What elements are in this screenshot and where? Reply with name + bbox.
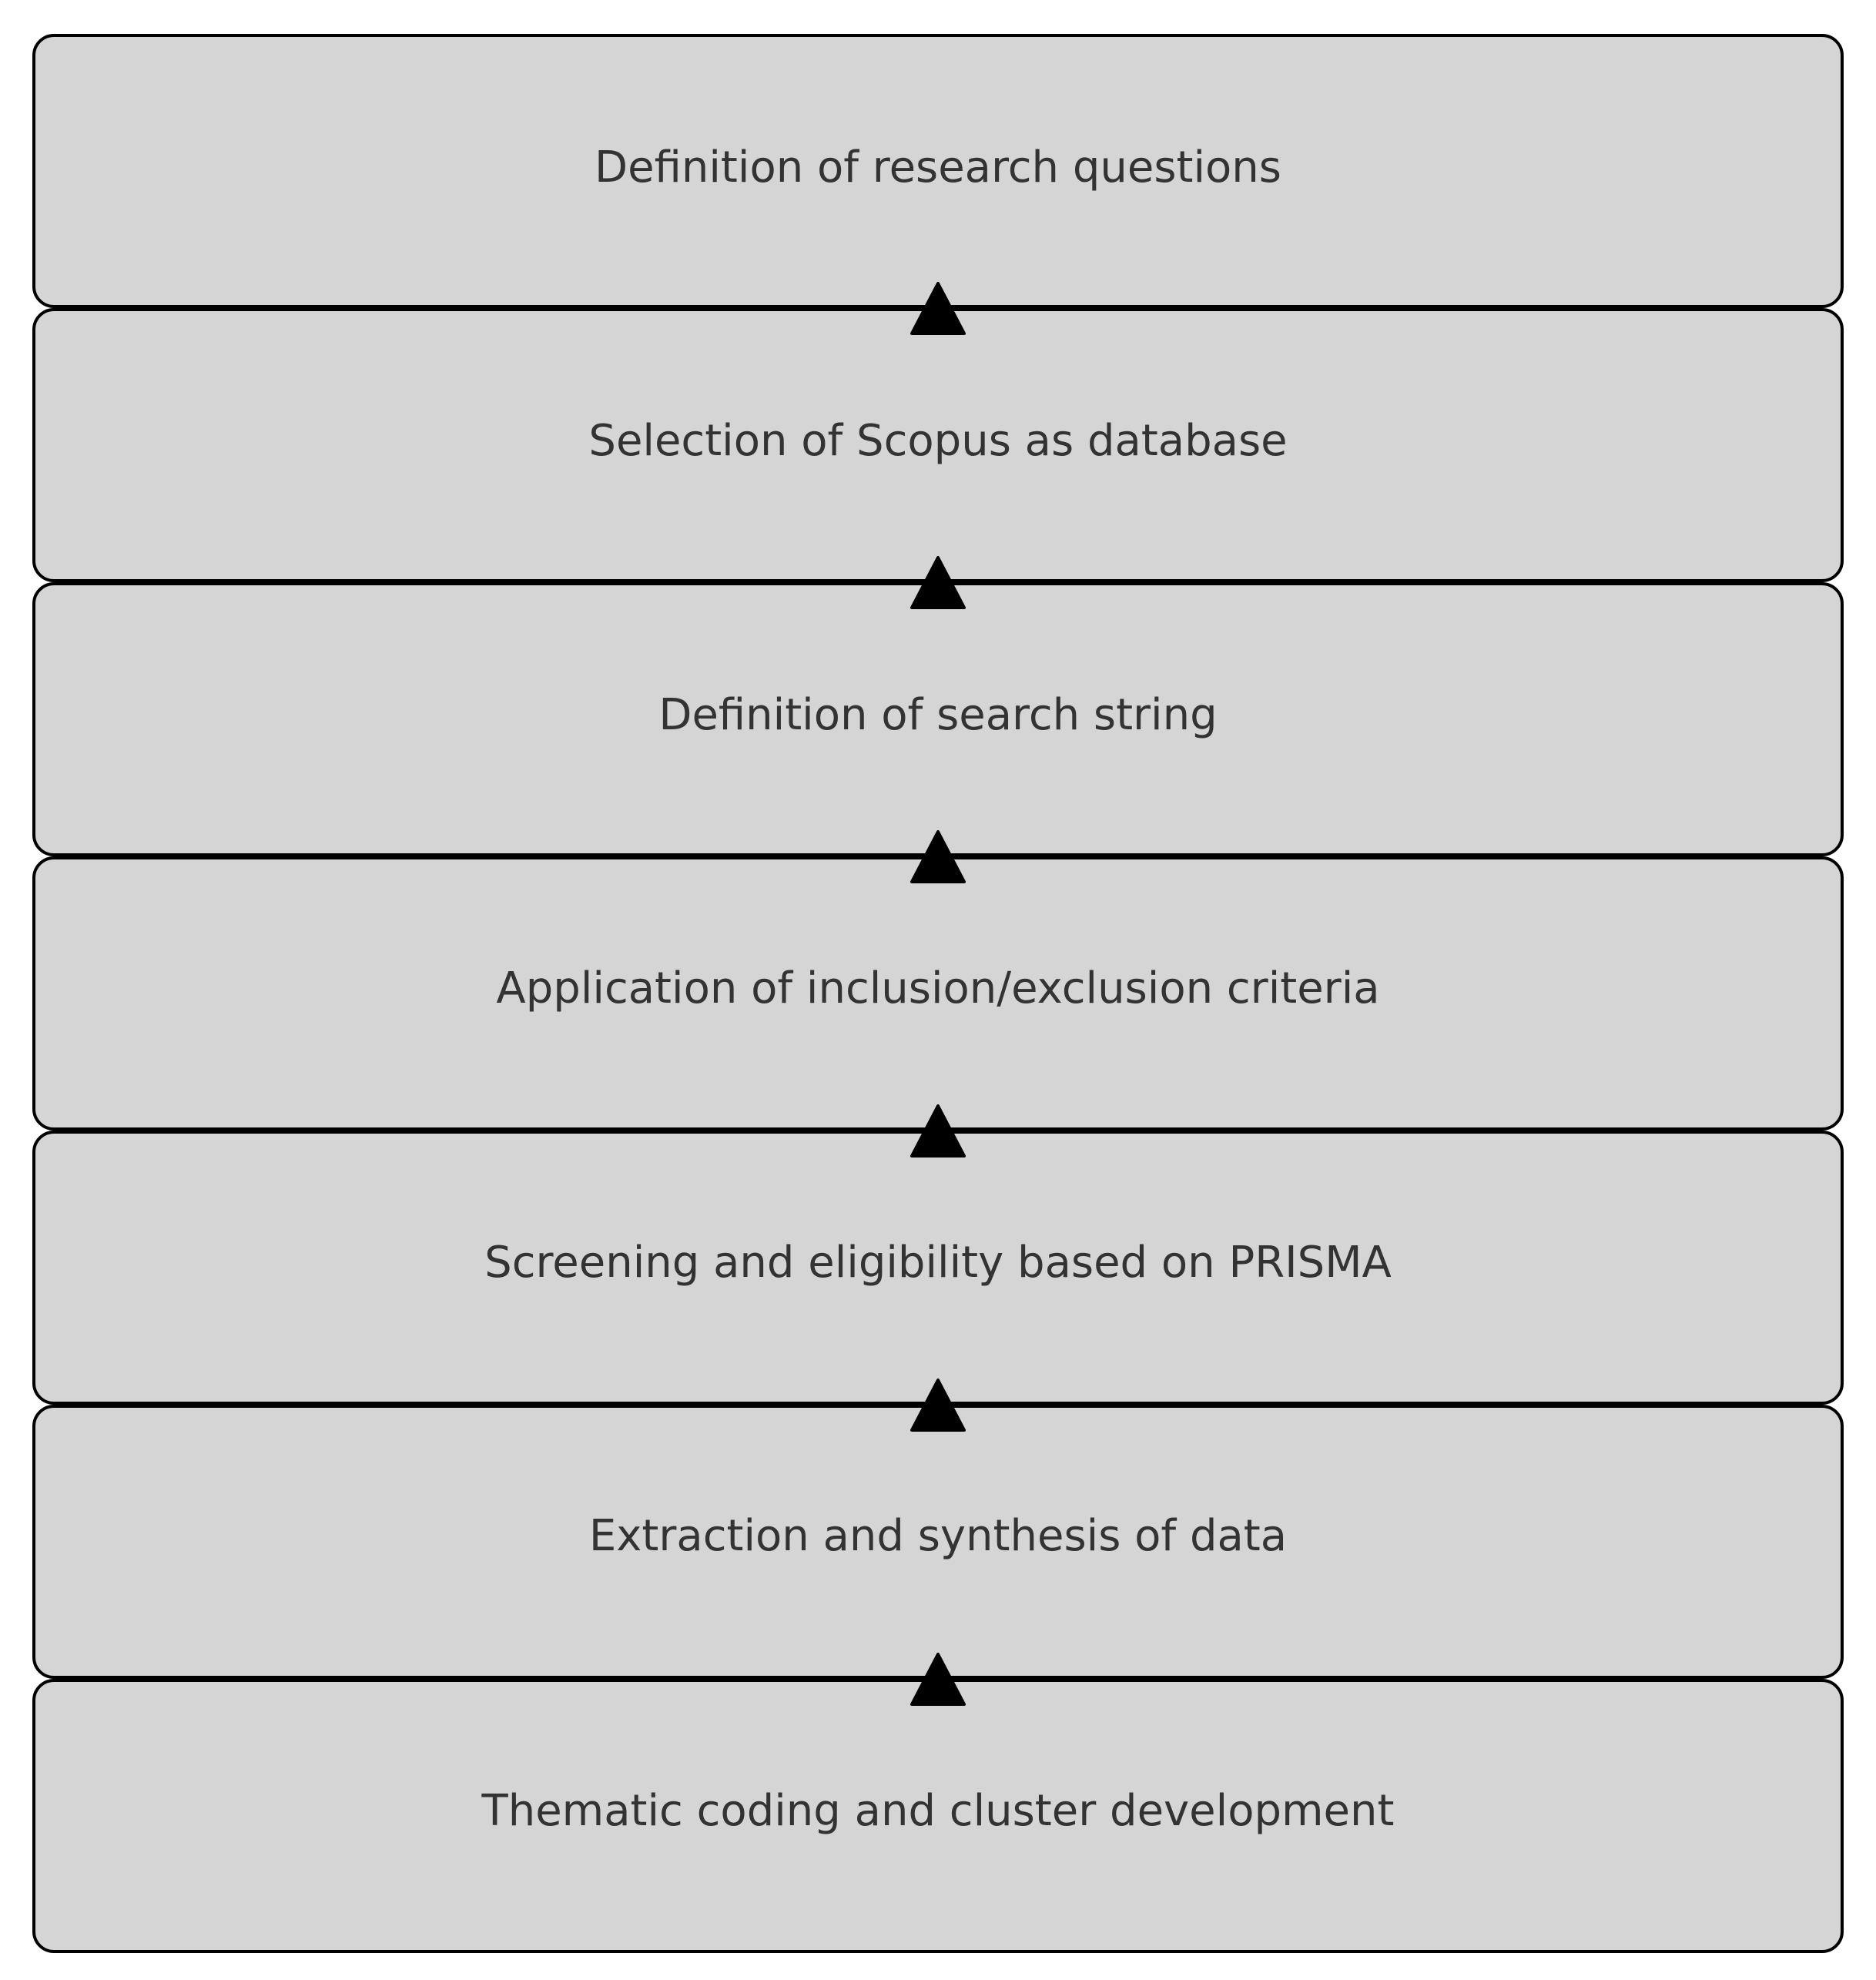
arrow-up-icon	[910, 830, 966, 883]
step-5: Screening and eligibility based on PRISM…	[32, 1131, 1844, 1405]
arrow-up-icon	[910, 282, 966, 335]
step-label: Selection of Scopus as database	[588, 416, 1287, 466]
step-4: Application of inclusion/exclusion crite…	[32, 856, 1844, 1131]
step-label: Screening and eligibility based on PRISM…	[484, 1238, 1392, 1288]
step-label: Definition of search string	[658, 690, 1217, 740]
step-3: Definition of search string	[32, 582, 1844, 856]
arrow-up-icon	[910, 1379, 966, 1432]
step-7: Thematic coding and cluster development	[32, 1679, 1844, 1953]
step-6: Extraction and synthesis of data	[32, 1405, 1844, 1679]
step-label: Application of inclusion/exclusion crite…	[496, 963, 1379, 1013]
step-label: Extraction and synthesis of data	[589, 1511, 1287, 1561]
step-label: Thematic coding and cluster development	[481, 1786, 1395, 1836]
arrow-up-icon	[910, 556, 966, 609]
arrow-up-icon	[910, 1653, 966, 1706]
step-2: Selection of Scopus as database	[32, 308, 1844, 582]
arrow-up-icon	[910, 1104, 966, 1158]
step-1: Definition of research questions	[32, 34, 1844, 308]
step-label: Definition of research questions	[595, 142, 1281, 193]
